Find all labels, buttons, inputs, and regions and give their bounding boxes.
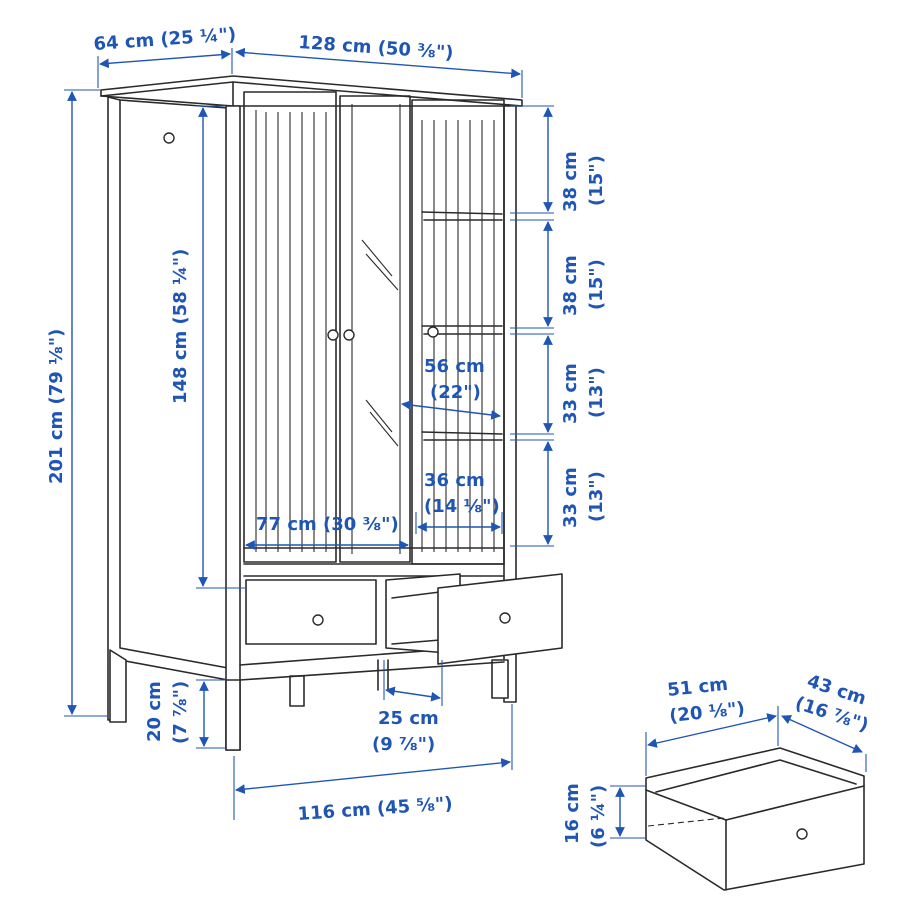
drawer-detail-drawing	[645, 747, 865, 891]
label-drawer-height-in: (6 ¼")	[588, 785, 609, 848]
label-shelf-4-in: (13")	[586, 471, 607, 522]
back-left-leg	[109, 649, 127, 723]
left-door-slats	[255, 110, 327, 552]
label-shelf-3-cm: 33 cm	[560, 363, 581, 424]
label-total-height: 201 cm (79 ⅛")	[46, 329, 67, 484]
leg-depth-dimension	[385, 686, 441, 702]
label-leg-height-cm: 20 cm	[144, 681, 165, 742]
top-width-dimension	[235, 47, 521, 79]
top-depth-dimension	[99, 49, 231, 69]
right-door-knob	[427, 326, 439, 338]
back-right-leg	[289, 675, 305, 707]
middle-door-inner	[351, 104, 401, 554]
label-rail-width: 77 cm (30 ⅜")	[256, 514, 399, 535]
open-drawer-knob	[499, 612, 511, 624]
label-drawer-height-cm: 16 cm	[562, 783, 583, 844]
left-side-inner-frame	[119, 99, 229, 669]
label-shelf-2-in: (15")	[586, 259, 607, 310]
label-bottom-width: 116 cm (45 ⅝")	[297, 793, 453, 825]
middle-door-knob	[343, 329, 355, 341]
label-drawer-width-cm: 51 cm	[666, 674, 729, 701]
drawer-width-dimension	[647, 713, 777, 748]
front-right-leg	[491, 659, 509, 699]
middle-leg	[377, 659, 389, 691]
drawer-detail-outline	[645, 747, 865, 891]
label-shelf-3-in: (13")	[586, 367, 607, 418]
label-leg-depth-cm: 25 cm	[378, 708, 439, 729]
bottom-width-dimension	[235, 758, 511, 794]
label-inner-depth-cm: 56 cm	[424, 356, 485, 377]
label-leg-height-in: (7 ⅞")	[170, 681, 191, 744]
label-shelf-1-cm: 38 cm	[560, 151, 581, 212]
label-shelf-2-cm: 38 cm	[560, 255, 581, 316]
drawer-detail-inner-back	[655, 759, 857, 793]
side-knob	[163, 132, 175, 144]
label-shelf-4-cm: 33 cm	[560, 467, 581, 528]
label-shelf-1-in: (15")	[586, 155, 607, 206]
label-shelf-width-cm: 36 cm	[424, 470, 485, 491]
wardrobe-drawing	[100, 75, 563, 751]
left-door-frame	[243, 91, 337, 563]
inner-depth-dimension	[401, 400, 501, 420]
left-door-knob	[327, 329, 339, 341]
label-top-depth: 64 cm (25 ¼")	[93, 24, 237, 55]
label-leg-depth-in: (9 ⅞")	[372, 734, 435, 755]
left-side-panel	[107, 96, 229, 721]
middle-door-frame	[339, 95, 411, 563]
drawer-depth-dimension	[781, 715, 863, 753]
front-left-leg	[225, 679, 241, 751]
left-drawer-front	[245, 579, 377, 645]
label-shelf-width-in: (14 ⅛")	[424, 496, 500, 517]
left-drawer-knob	[312, 614, 324, 626]
front-left-post	[225, 105, 241, 751]
dimension-lines	[64, 47, 867, 839]
label-door-height: 148 cm (58 ¼")	[170, 249, 191, 404]
glass-reflection	[361, 239, 399, 447]
label-drawer-width-in: (20 ⅛")	[668, 698, 746, 727]
drawer-detail-hidden-edge	[647, 817, 725, 827]
label-inner-depth-in: (22")	[430, 382, 481, 403]
drawer-detail-knob	[796, 828, 808, 840]
